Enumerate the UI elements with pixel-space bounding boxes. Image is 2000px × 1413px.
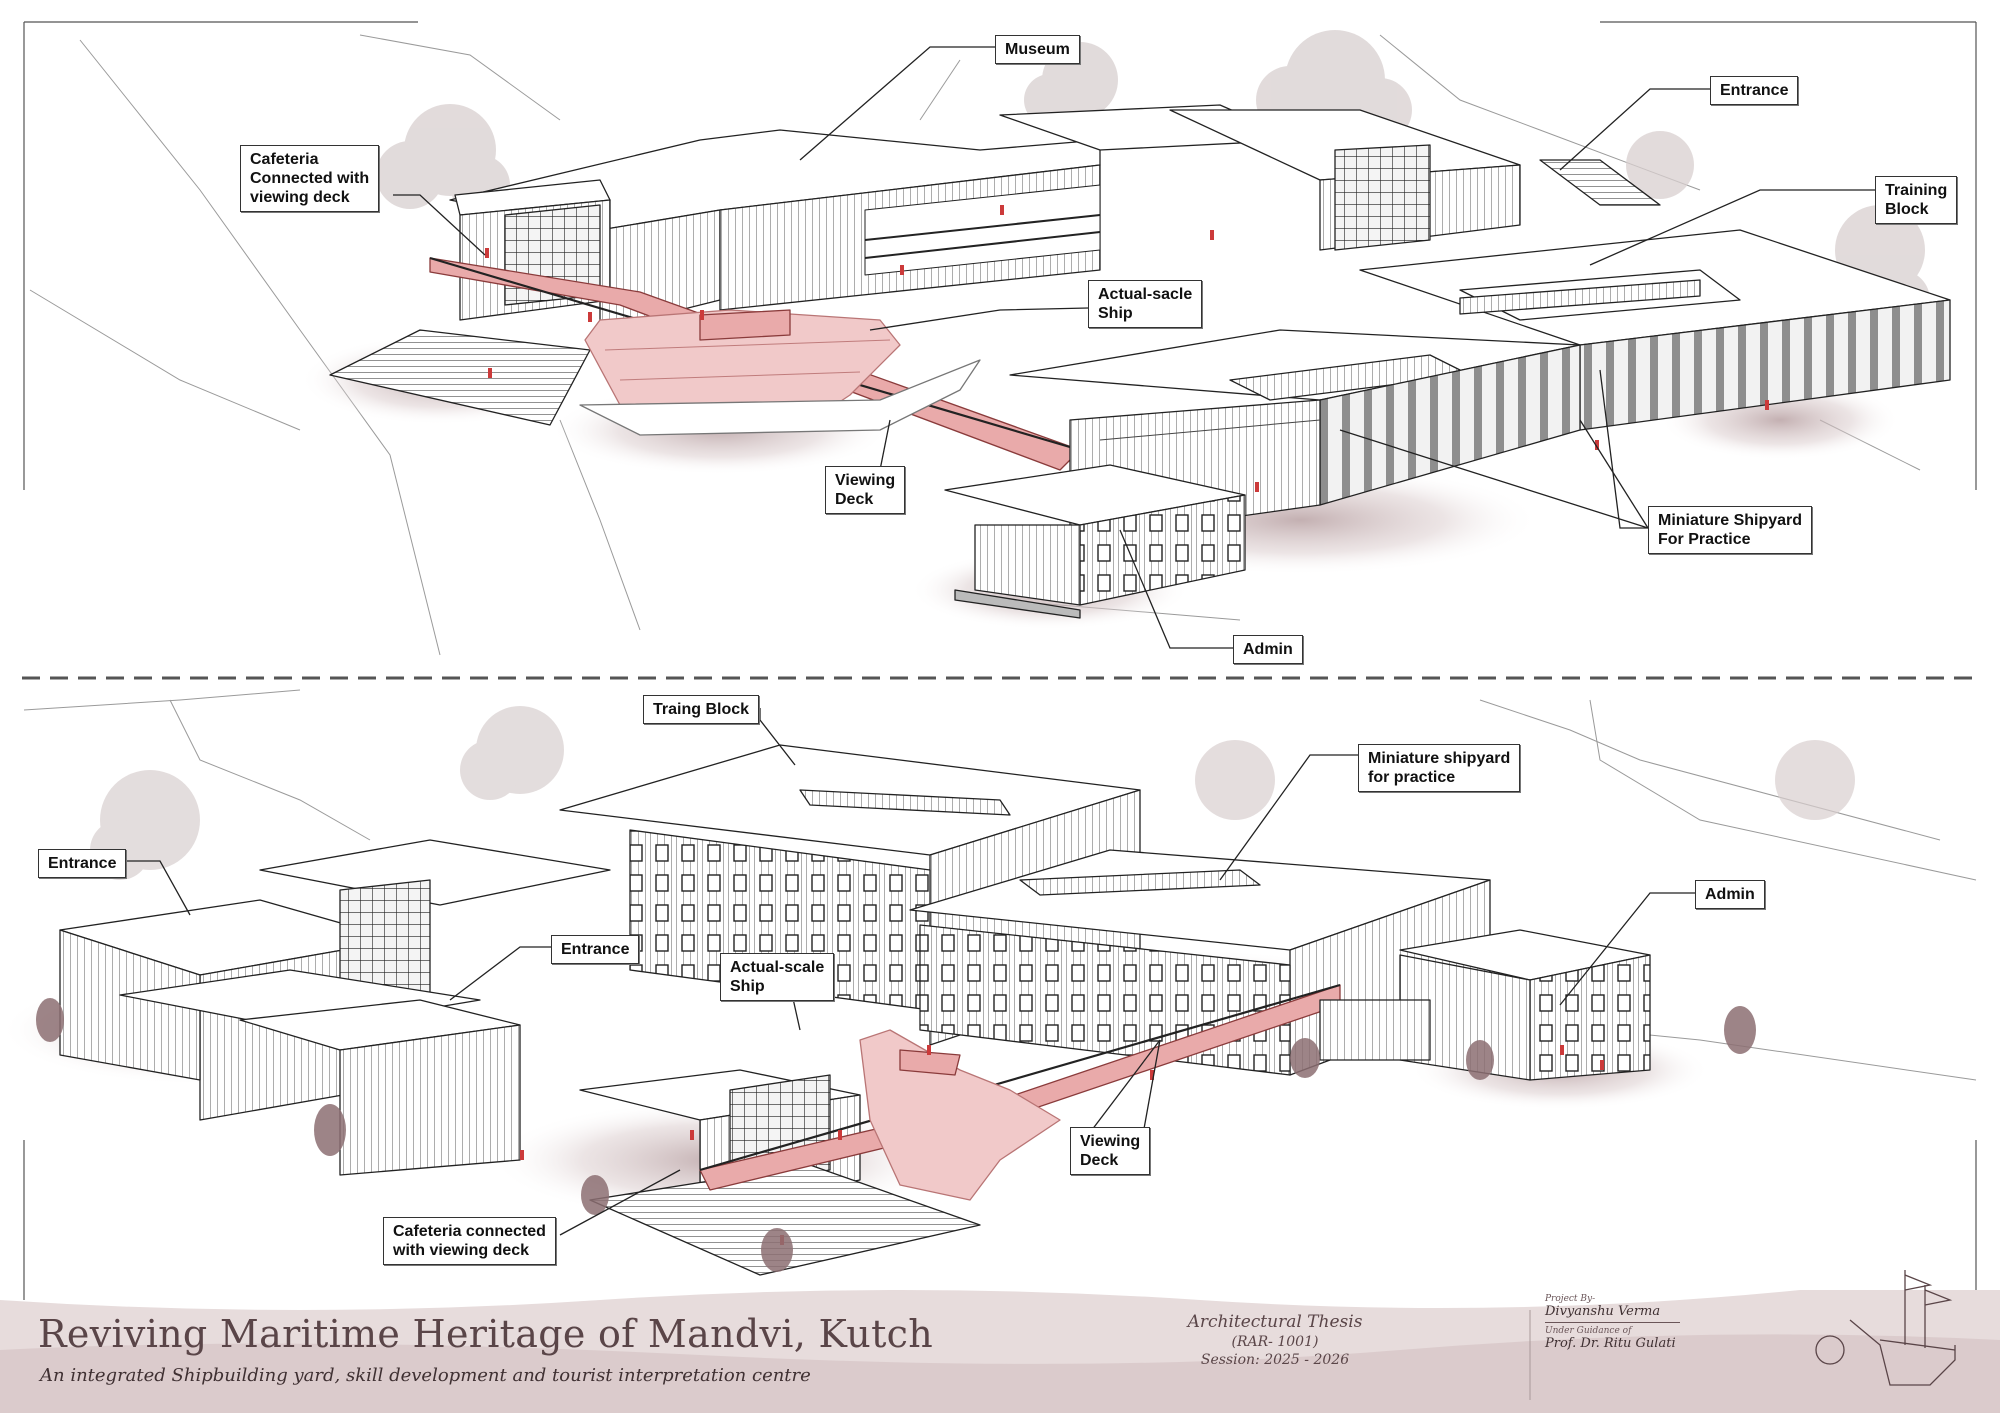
- label-entrance: Entrance: [1710, 76, 1799, 105]
- thesis-code: (RAR- 1001): [1231, 1334, 1319, 1350]
- lower-background-trees: [90, 706, 1855, 880]
- project-by-label: Project By-: [1545, 1294, 1596, 1304]
- label-cafeteria-lower: Cafeteria connected with viewing deck: [383, 1217, 556, 1265]
- guide-name: Prof. Dr. Ritu Gulati: [1545, 1336, 1676, 1351]
- label-cafeteria: Cafeteria Connected with viewing deck: [240, 145, 380, 212]
- label-miniature-shipyard: Miniature Shipyard For Practice: [1648, 506, 1813, 554]
- label-viewing-deck-lower: Viewing Deck: [1070, 1127, 1151, 1175]
- label-actual-scale-ship-lower: Actual-scale Ship: [720, 953, 835, 1001]
- thesis-session: Session: 2025 - 2026: [1200, 1352, 1350, 1368]
- sheet-frame: [23, 21, 1977, 1300]
- upper-axonometric-view: [329, 104, 1951, 619]
- label-training-block: Training Block: [1875, 176, 1958, 224]
- label-entrance-left: Entrance: [38, 849, 127, 878]
- sheet-subtitle: An integrated Shipbuilding yard, skill d…: [40, 1365, 811, 1386]
- label-entrance-center: Entrance: [551, 935, 640, 964]
- thesis-info: Architectural Thesis (RAR- 1001) Session…: [1150, 1312, 1400, 1368]
- lower-axonometric-view: [59, 744, 1651, 1276]
- label-viewing-deck: Viewing Deck: [825, 466, 906, 514]
- sheet-title: Reviving Maritime Heritage of Mandvi, Ku…: [38, 1312, 934, 1356]
- student-name: Divyanshu Verma: [1545, 1304, 1680, 1323]
- ship-logo-icon: [1815, 1270, 1956, 1386]
- label-actual-scale-ship: Actual-sacle Ship: [1088, 280, 1203, 328]
- credits-block: Project By- Divyanshu Verma Under Guidan…: [1545, 1294, 1680, 1357]
- thesis-title: Architectural Thesis: [1187, 1312, 1363, 1332]
- label-admin-lower: Admin: [1695, 880, 1765, 909]
- label-museum: Museum: [995, 35, 1080, 64]
- lower-foreground-trees: [36, 998, 1756, 1272]
- footer-band: [0, 1290, 2000, 1413]
- label-miniature-shipyard-lower: Miniature shipyard for practice: [1358, 744, 1521, 792]
- label-training-block-lower: Traing Block: [643, 695, 760, 724]
- upper-leader-lines: [393, 46, 1875, 649]
- label-admin: Admin: [1233, 635, 1303, 664]
- guidance-label: Under Guidance of: [1545, 1326, 1632, 1336]
